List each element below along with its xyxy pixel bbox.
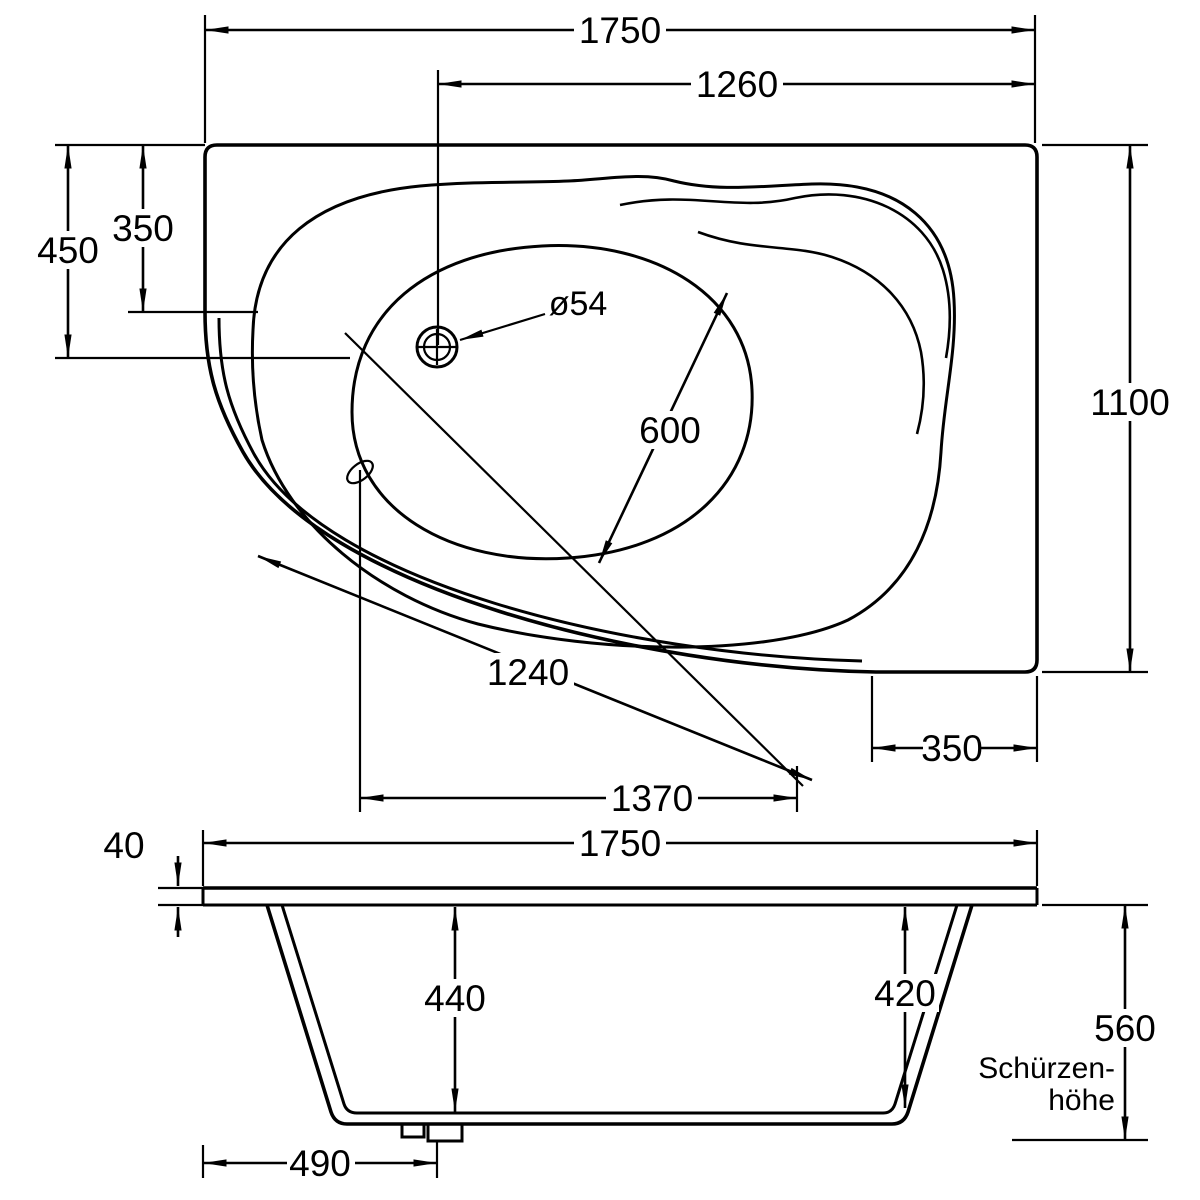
dim-bottom-width: 1370 <box>358 470 799 819</box>
dim-drain-offset: 490 <box>201 1141 439 1184</box>
dim-label-apron-height: 560 <box>1094 1008 1156 1049</box>
dim-label-inner-depth-right: 420 <box>874 973 936 1014</box>
top-view: 1750 1260 450 350 <box>37 10 1171 819</box>
dim-apron-height: 560 Schürzen- höhe <box>978 903 1159 1142</box>
apron-caption-line2: höhe <box>1048 1084 1115 1117</box>
dim-width-to-drain: 1260 <box>436 64 1035 345</box>
drain-diameter-callout: ø54 <box>459 285 608 342</box>
dim-diagonal-length: 1240 <box>257 554 813 782</box>
dim-label-width-total-top: 1750 <box>579 10 661 51</box>
dim-label-drain-offset: 490 <box>289 1143 351 1184</box>
dim-bottom-right-width: 350 <box>870 676 1039 769</box>
dim-side-width-total: 1750 <box>201 823 1039 886</box>
headrest-contour-upper <box>619 193 952 359</box>
side-view: 1750 40 440 420 560 Sc <box>103 823 1159 1184</box>
dim-top-width-total: 1750 <box>203 10 1037 143</box>
dim-label-diagonal-length: 1240 <box>487 652 569 693</box>
dim-left-edge-depth: 450 <box>37 143 350 360</box>
dim-label-basin-width: 600 <box>639 410 701 451</box>
dim-label-left-edge-depth: 450 <box>37 230 99 271</box>
dim-label-rim-thickness: 40 <box>103 825 144 866</box>
dim-label-side-width-total: 1750 <box>579 823 661 864</box>
dim-depth-total: 1100 <box>1042 143 1171 674</box>
dim-inner-depth-left: 440 <box>421 907 489 1112</box>
dim-left-inner-depth: 350 <box>112 145 258 314</box>
dim-rim-thickness: 40 <box>103 825 204 937</box>
dim-label-width-to-drain: 1260 <box>696 64 778 105</box>
tub-inner-rim <box>250 175 956 649</box>
dim-label-inner-depth-left: 440 <box>424 978 486 1019</box>
dim-label-bottom-right-width: 350 <box>921 728 983 769</box>
dim-label-depth-total: 1100 <box>1090 382 1170 423</box>
dim-label-drain-diameter: ø54 <box>549 285 608 323</box>
basin-outline <box>350 244 754 561</box>
body-inner-profile <box>280 904 959 1115</box>
dim-label-bottom-width: 1370 <box>611 778 693 819</box>
dim-inner-depth-right: 420 <box>871 907 939 1108</box>
rim-slab <box>201 886 1039 907</box>
dim-label-left-inner-depth: 350 <box>112 208 174 249</box>
diagonal-reference-line <box>344 332 804 787</box>
body-outer-profile <box>265 904 974 1126</box>
apron-caption-line1: Schürzen- <box>978 1052 1115 1085</box>
waste-fitting <box>400 1122 464 1143</box>
tub-rim-offset-curve <box>217 317 863 663</box>
jet-oval <box>346 459 374 485</box>
headrest-contour-lower <box>697 230 926 435</box>
dim-basin-width: 600 <box>597 292 729 564</box>
